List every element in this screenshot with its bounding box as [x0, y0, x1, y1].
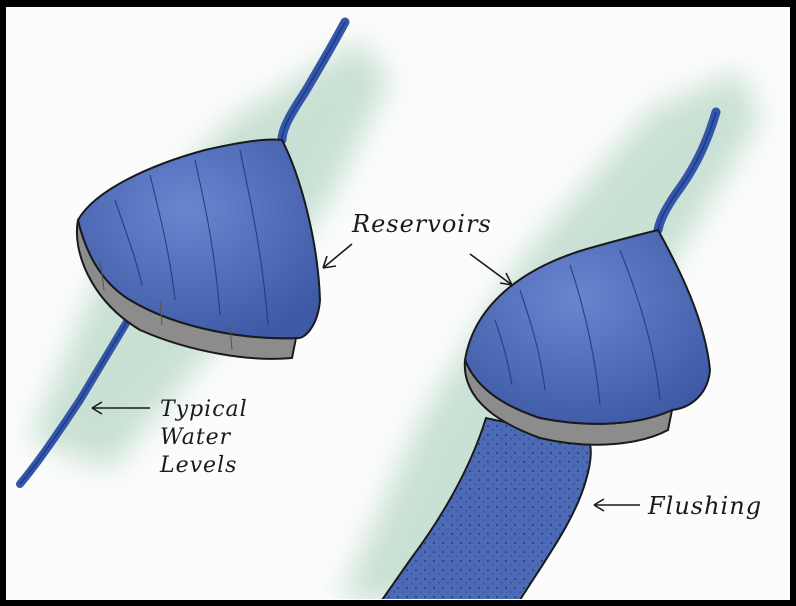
label-flushing: Flushing [647, 492, 762, 520]
label-typical: Typical [160, 397, 248, 422]
label-reservoirs: Reservoirs [351, 210, 492, 238]
label-water: Water [160, 425, 232, 450]
reservoir-diagram: Reservoirs Typical Water Levels Flushing [6, 7, 790, 599]
label-levels: Levels [159, 453, 237, 478]
right-reservoir [465, 230, 710, 445]
